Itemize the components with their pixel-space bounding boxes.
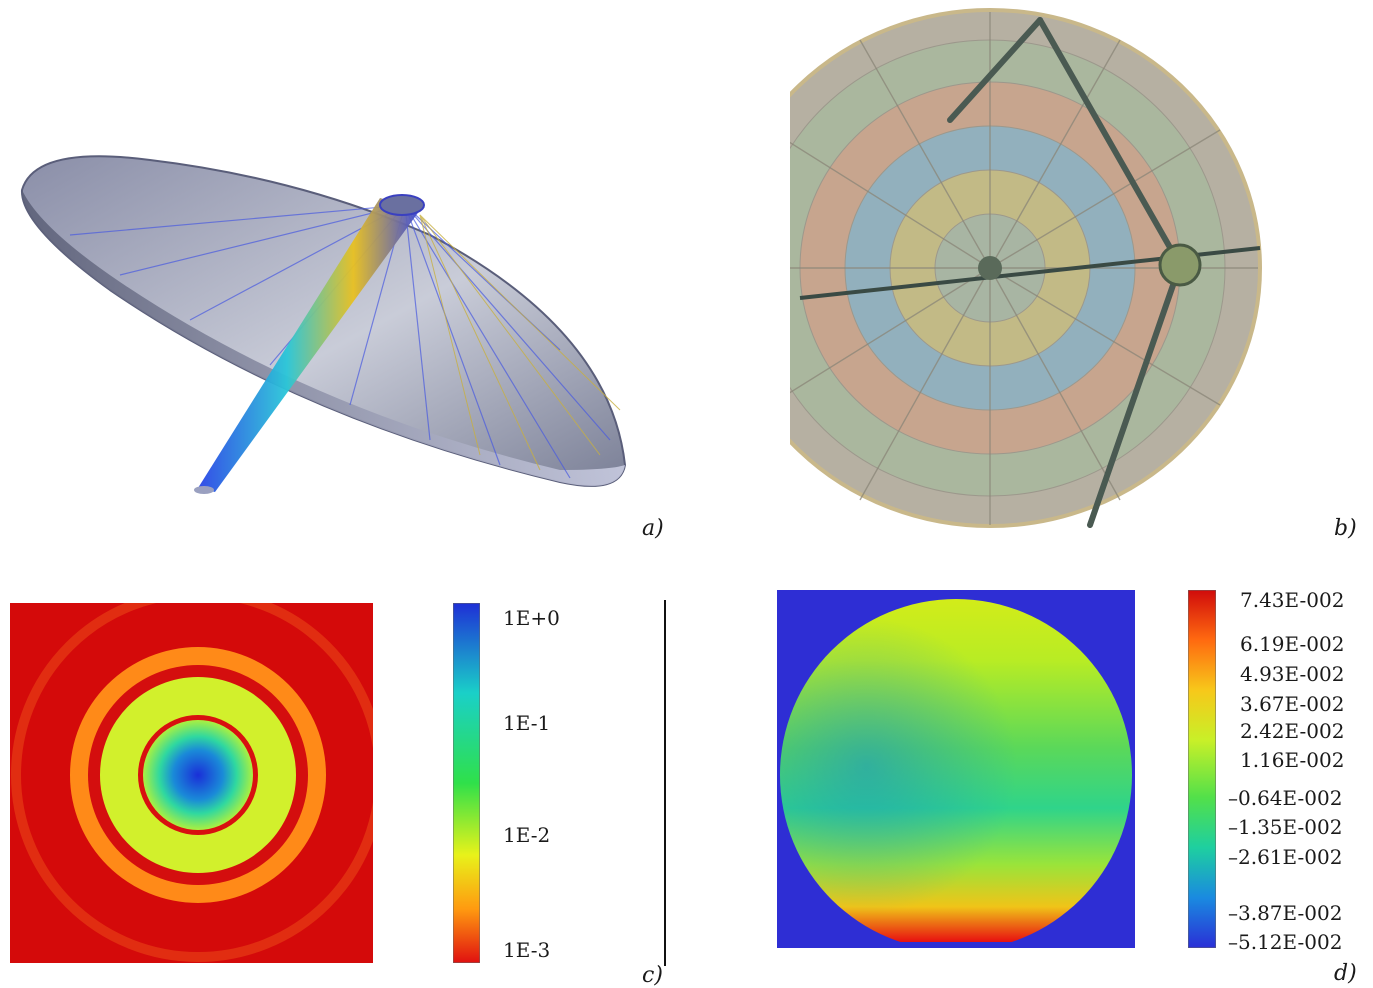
- colorbar-d-label-7: –0.64E-002: [1228, 786, 1343, 810]
- colorbar-d-label-4: 3.67E-002: [1240, 692, 1345, 716]
- colorbar-d: [1188, 590, 1216, 948]
- panel-divider: [664, 600, 666, 966]
- colorbar-d-label-5: 2.42E-002: [1240, 719, 1345, 743]
- deformation-map-d: [777, 590, 1135, 948]
- colorbar-d-label-9: –2.61E-002: [1228, 845, 1343, 869]
- colorbar-c-label-1: 1E+0: [503, 606, 560, 630]
- colorbar-c-label-4: 1E-3: [503, 938, 551, 962]
- colorbar-d-label-3: 4.93E-002: [1240, 662, 1345, 686]
- colorbar-d-label-2: 6.19E-002: [1240, 632, 1345, 656]
- colorbar-c-label-2: 1E-1: [503, 711, 551, 735]
- panel-label-c: c): [642, 963, 663, 988]
- colorbar-c-label-3: 1E-2: [503, 823, 551, 847]
- colorbar-c: [453, 603, 480, 963]
- ring-field-c: [10, 603, 373, 963]
- colorbar-d-label-10: –3.87E-002: [1228, 901, 1343, 925]
- colorbar-d-label-11: –5.12E-002: [1228, 930, 1343, 954]
- panel-label-b: b): [1334, 516, 1357, 541]
- colorbar-d-label-6: 1.16E-002: [1240, 748, 1345, 772]
- antenna-illustration-b: [790, 8, 1262, 528]
- panel-label-a: a): [642, 516, 664, 541]
- antenna-illustration-a: [20, 155, 627, 494]
- colorbar-d-label-8: –1.35E-002: [1228, 815, 1343, 839]
- colorbar-d-label-1: 7.43E-002: [1240, 588, 1345, 612]
- panel-label-d: d): [1334, 961, 1357, 986]
